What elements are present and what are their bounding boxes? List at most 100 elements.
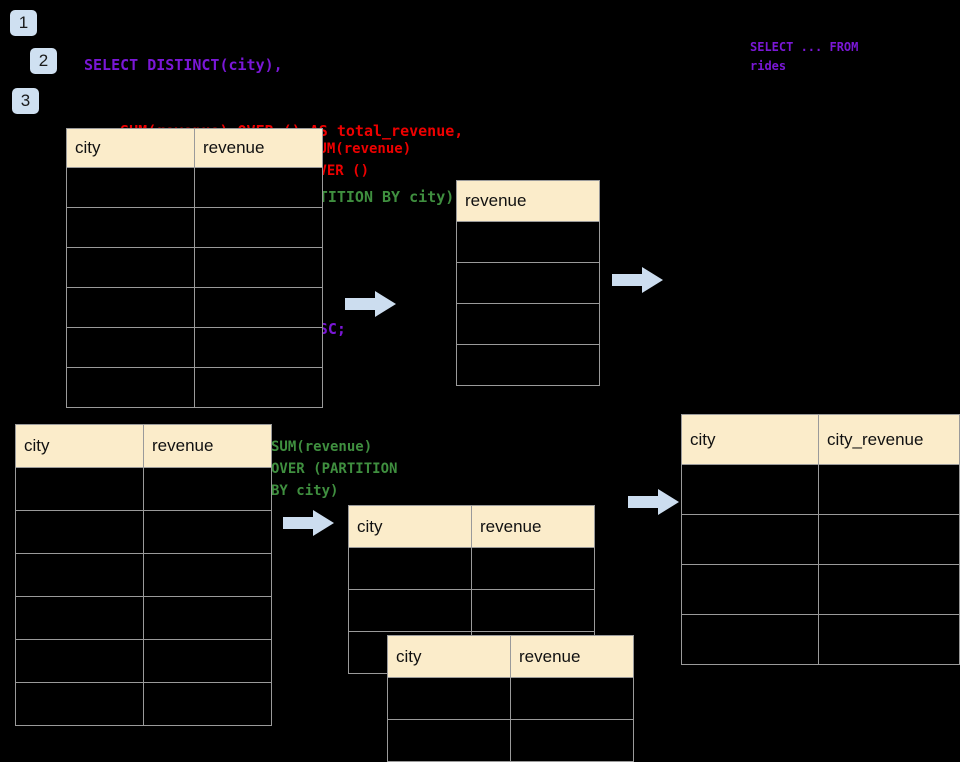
cell: [194, 207, 323, 248]
table-row: [15, 553, 272, 597]
cell: [818, 614, 960, 665]
cell: [143, 510, 272, 554]
cell: [818, 514, 960, 565]
cell: [456, 221, 600, 263]
cell: [15, 553, 144, 597]
cell: [387, 719, 511, 762]
table-header-row: city revenue: [66, 128, 323, 168]
cell: [194, 287, 323, 328]
diagram-canvas: 1 2 3 SELECT DISTINCT(city), SUM(revenue…: [10, 10, 960, 762]
sql-side-note: SELECT ... FROM rides: [750, 40, 859, 73]
column-header-revenue: revenue: [194, 128, 323, 168]
cell: [15, 639, 144, 683]
cell: [66, 367, 195, 408]
table-rides-source-bottom: city revenue: [15, 424, 272, 726]
table-header-row: city revenue: [387, 635, 634, 678]
table-row: [387, 677, 634, 720]
table-row: [348, 589, 595, 632]
cell: [456, 344, 600, 386]
cell: [348, 547, 472, 590]
cell: [66, 287, 195, 328]
cell: [680, 614, 820, 665]
table-row: [456, 221, 600, 263]
table-row: [66, 367, 323, 408]
cell: [15, 596, 144, 640]
table-row: [680, 564, 960, 615]
cell: [510, 719, 634, 762]
table-rides-source-top: city revenue: [66, 128, 323, 408]
table-partition-group-a: city revenue: [348, 505, 595, 674]
table-row: [66, 207, 323, 248]
cell: [143, 467, 272, 511]
table-header-row: city revenue: [15, 424, 272, 468]
table-row: [456, 344, 600, 386]
cell: [15, 510, 144, 554]
cell: [15, 682, 144, 726]
table-row: [15, 639, 272, 683]
table-row: [680, 614, 960, 665]
cell: [143, 682, 272, 726]
table-total-revenue: revenue: [456, 180, 600, 386]
cell: [66, 167, 195, 208]
table-row: [348, 547, 595, 590]
column-header-city: city: [348, 505, 472, 548]
column-header-city: city: [15, 424, 144, 468]
table-row: [680, 464, 960, 515]
cell: [194, 327, 323, 368]
table-row: [15, 510, 272, 554]
cell: [194, 247, 323, 288]
arrow-right-icon: [345, 291, 396, 317]
table-row: [66, 167, 323, 208]
arrow-right-icon: [612, 267, 663, 293]
table-row: [387, 719, 634, 762]
cell: [456, 262, 600, 304]
cell: [194, 367, 323, 408]
table-header-row: city revenue: [348, 505, 595, 548]
table-row: [15, 596, 272, 640]
cell: [15, 467, 144, 511]
table-row: [66, 247, 323, 288]
table-header-row: revenue: [456, 180, 600, 222]
table-row: [456, 303, 600, 345]
cell: [510, 677, 634, 720]
table-row: [66, 287, 323, 328]
cell: [66, 207, 195, 248]
cell: [143, 553, 272, 597]
cell: [818, 564, 960, 615]
cell: [348, 589, 472, 632]
step-badge-1: 1: [10, 10, 37, 36]
cell: [194, 167, 323, 208]
cell: [456, 303, 600, 345]
column-header-city: city: [387, 635, 511, 678]
table-row: [15, 467, 272, 511]
cell: [471, 589, 595, 632]
table-row: [680, 514, 960, 565]
arrow-right-icon: [283, 510, 334, 536]
table-partition-group-b: city revenue: [387, 635, 634, 762]
cell: [680, 564, 820, 615]
table-city-revenue-result: city city_revenue: [680, 414, 960, 665]
cell: [471, 547, 595, 590]
table-row: [456, 262, 600, 304]
table-row: [66, 327, 323, 368]
cell: [818, 464, 960, 515]
column-header-revenue: revenue: [510, 635, 634, 678]
column-header-revenue: revenue: [456, 180, 600, 222]
table-header-row: city city_revenue: [680, 414, 960, 465]
annotation-city-revenue: SUM(revenue) OVER (PARTITION BY city): [271, 439, 398, 499]
cell: [387, 677, 511, 720]
sql-line-select: SELECT DISTINCT(city),: [84, 56, 283, 74]
column-header-revenue: revenue: [471, 505, 595, 548]
cell: [143, 639, 272, 683]
table-row: [15, 682, 272, 726]
cell: [143, 596, 272, 640]
column-header-city-revenue: city_revenue: [818, 414, 960, 465]
column-header-city: city: [680, 414, 820, 465]
annotation-total-revenue: SUM(revenue) OVER (): [310, 141, 412, 179]
column-header-city: city: [66, 128, 195, 168]
cell: [680, 514, 820, 565]
cell: [66, 247, 195, 288]
column-header-revenue: revenue: [143, 424, 272, 468]
cell: [66, 327, 195, 368]
arrow-right-icon: [628, 489, 679, 515]
